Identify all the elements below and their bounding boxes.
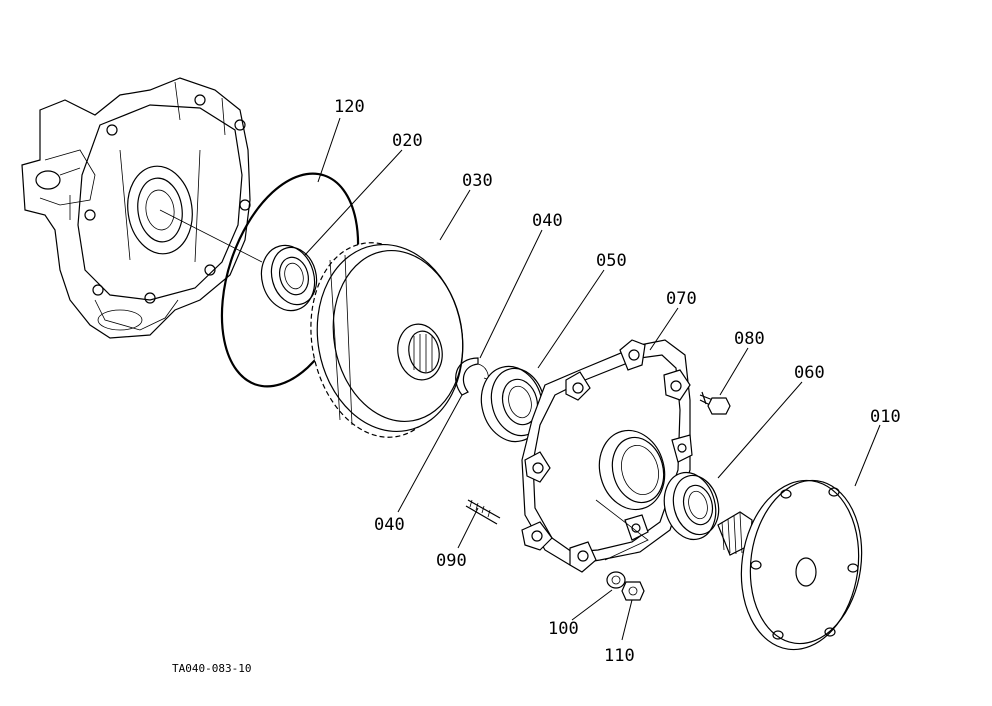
center-axis-line [159,209,263,263]
callout-040-top: 040 [532,211,563,231]
callout-080: 080 [734,329,765,349]
callout-110: 110 [604,646,635,666]
callout-100: 100 [548,619,579,639]
bearing-020 [260,244,318,312]
leader-lines [304,117,881,641]
callout-030: 030 [462,171,493,191]
bearing-050 [480,365,546,443]
callout-060: 060 [794,363,825,383]
nut-110 [621,581,645,601]
seal-060 [663,471,720,541]
washer-100 [606,571,626,589]
flange-shaft-010 [717,479,863,651]
callout-050: 050 [596,251,627,271]
callout-070: 070 [666,289,697,309]
stud-090 [465,499,501,525]
callout-040-bottom: 040 [374,515,405,535]
cover-070 [521,339,693,573]
figure-reference: TA040-083-10 [172,662,251,675]
callout-labels: 120 020 030 040 050 070 080 060 010 040 … [334,97,901,666]
gear-030 [310,242,464,438]
callout-120: 120 [334,97,365,117]
callout-090: 090 [436,551,467,571]
bolt-080 [699,391,731,415]
callout-010: 010 [870,407,901,427]
callout-020: 020 [392,131,423,151]
housing [21,77,251,339]
